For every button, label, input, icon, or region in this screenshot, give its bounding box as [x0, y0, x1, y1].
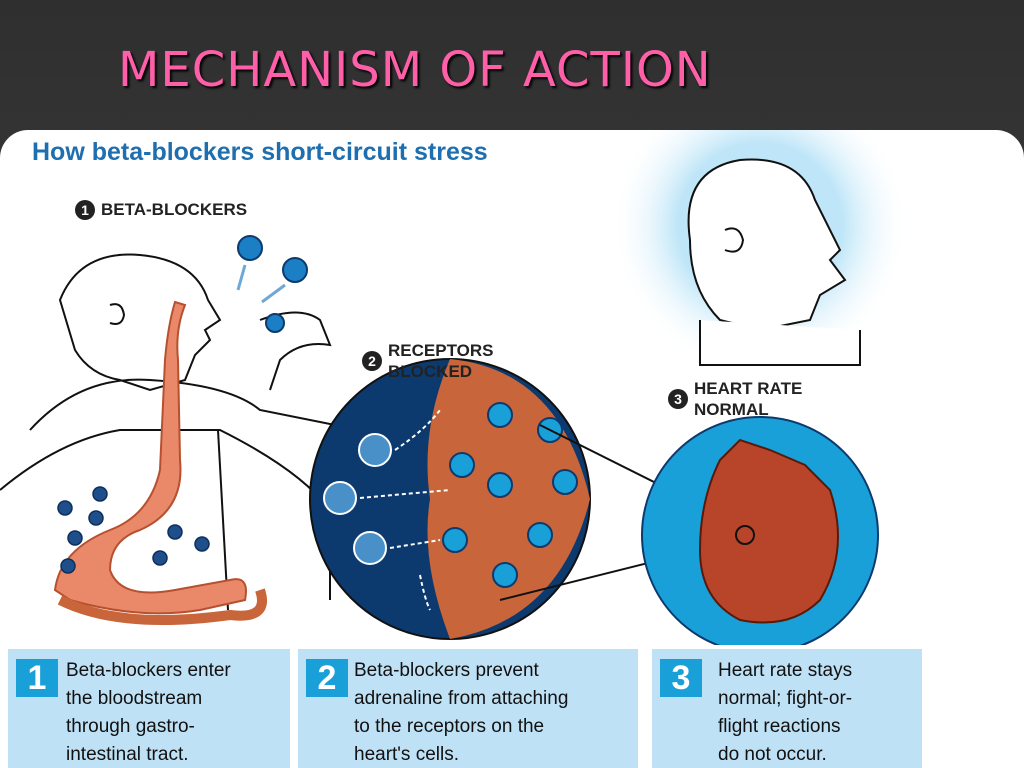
label-number: 1: [75, 199, 95, 220]
step-3: 3 Heart rate stays normal; fight-or- fli…: [652, 649, 922, 768]
step-text: Beta-blockers prevent adrenaline from at…: [354, 660, 569, 765]
steps-panel: 1 Beta-blockers enter the bloodstream th…: [0, 645, 1024, 768]
infographic-illustration: [0, 130, 910, 654]
man-swallowing-figure: [0, 253, 361, 611]
label-receptors-blocked: 2 RECEPTORS BLOCKED: [362, 340, 494, 382]
digestive-tract: [53, 300, 267, 625]
infographic-card: How beta-blockers short-circuit stress: [0, 130, 1024, 768]
step-text: Heart rate stays normal; fight-or- fligh…: [718, 660, 853, 765]
label-heart-rate-normal: 3 HEART RATE NORMAL: [668, 378, 802, 420]
label-text: BETA-BLOCKERS: [101, 200, 248, 220]
calm-man-figure: [610, 130, 910, 375]
step-1: 1 Beta-blockers enter the bloodstream th…: [8, 649, 290, 768]
step-2: 2 Beta-blockers prevent adrenaline from …: [298, 649, 638, 768]
label-beta-blockers: 1 BETA-BLOCKERS: [75, 198, 247, 220]
molecules-in-blood: [57, 486, 210, 574]
heart-closeup: [641, 416, 879, 654]
step-text: Beta-blockers enter the bloodstream thro…: [66, 660, 231, 765]
infographic-title: How beta-blockers short-circuit stress: [32, 138, 488, 166]
label-number: 3: [668, 389, 688, 409]
step-number: 1: [16, 659, 58, 697]
arrows: [236, 264, 286, 304]
receptor-closeup: [309, 358, 761, 640]
step-number: 2: [306, 659, 348, 697]
pill-molecules: [237, 235, 308, 333]
slide-title: MECHANISM OF ACTION: [118, 42, 712, 98]
label-text: RECEPTORS BLOCKED: [388, 341, 494, 381]
label-text: HEART RATE NORMAL: [694, 379, 803, 419]
step-number: 3: [660, 659, 702, 697]
label-number: 2: [362, 351, 382, 371]
